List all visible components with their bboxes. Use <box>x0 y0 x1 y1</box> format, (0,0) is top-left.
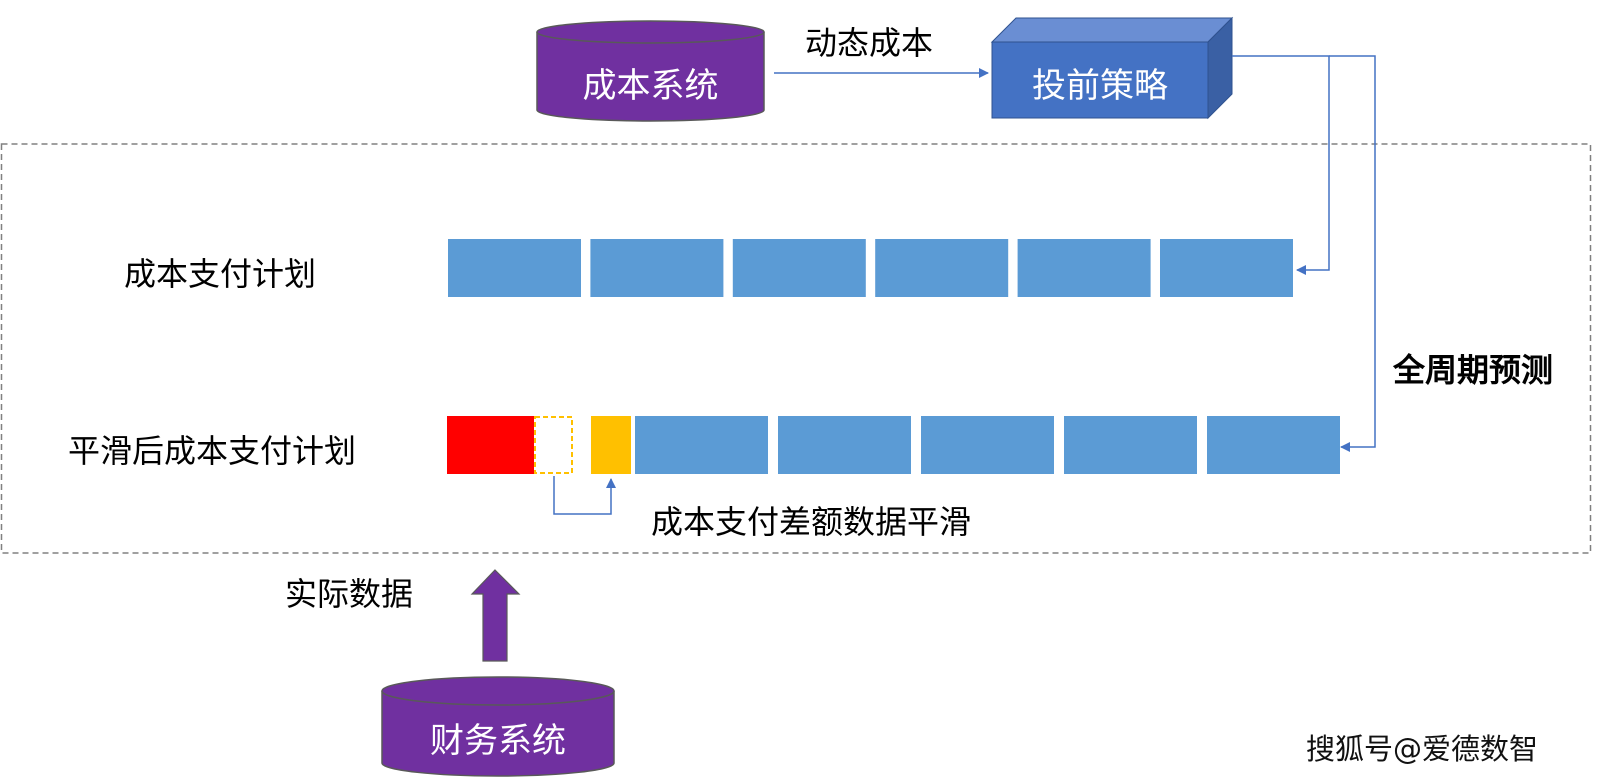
planned-block <box>778 416 911 474</box>
smoothing-label: 成本支付差额数据平滑 <box>651 503 972 541</box>
payment-plan-block <box>1160 239 1293 297</box>
cube-top-face <box>990 17 1234 43</box>
planned-block <box>635 416 768 474</box>
database-top <box>381 676 615 706</box>
payment-plan-block <box>448 239 581 297</box>
database-icon <box>381 691 615 777</box>
planned-block <box>1064 416 1197 474</box>
finance-system-label: 财务系统 <box>430 721 566 761</box>
dynamic-cost-label: 动态成本 <box>805 24 934 62</box>
pre-investment-strategy-label: 投前策略 <box>1032 66 1168 106</box>
finance-system-node[interactable] <box>381 676 615 777</box>
smoothed-plan-label: 平滑后成本支付计划 <box>68 432 357 470</box>
full-cycle-forecast-label: 全周期预测 <box>1393 351 1554 389</box>
database-top <box>536 20 765 44</box>
cost-system-node[interactable] <box>536 20 765 122</box>
watermark: 搜狐号@爱德数智 <box>1306 732 1539 766</box>
forecast-connector-smoothed <box>1329 55 1376 452</box>
payment-plan-block <box>590 239 724 297</box>
actual-block <box>447 416 534 474</box>
planned-block <box>1207 416 1340 474</box>
payment-plan-block <box>732 239 866 297</box>
forecast-connector-plan <box>1232 55 1330 275</box>
payment-plan-block <box>875 239 1009 297</box>
cost-system-label: 成本系统 <box>582 66 719 106</box>
cube-front-face <box>991 41 1209 119</box>
smoothed-plan-blocks <box>447 416 1340 474</box>
gap-block <box>534 416 573 474</box>
payment-plan-block <box>1017 239 1151 297</box>
actual-data-label: 实际数据 <box>285 575 414 613</box>
smoothing-connector <box>553 476 616 515</box>
smoothed-block <box>591 416 631 474</box>
payment-plan-blocks <box>448 239 1293 297</box>
payment-plan-label: 成本支付计划 <box>124 255 317 293</box>
database-icon <box>536 32 765 122</box>
process-boundary <box>0 143 1592 554</box>
pre-investment-strategy-node[interactable] <box>990 16 1234 120</box>
actual-data-arrow <box>470 569 521 662</box>
planned-block <box>921 416 1054 474</box>
